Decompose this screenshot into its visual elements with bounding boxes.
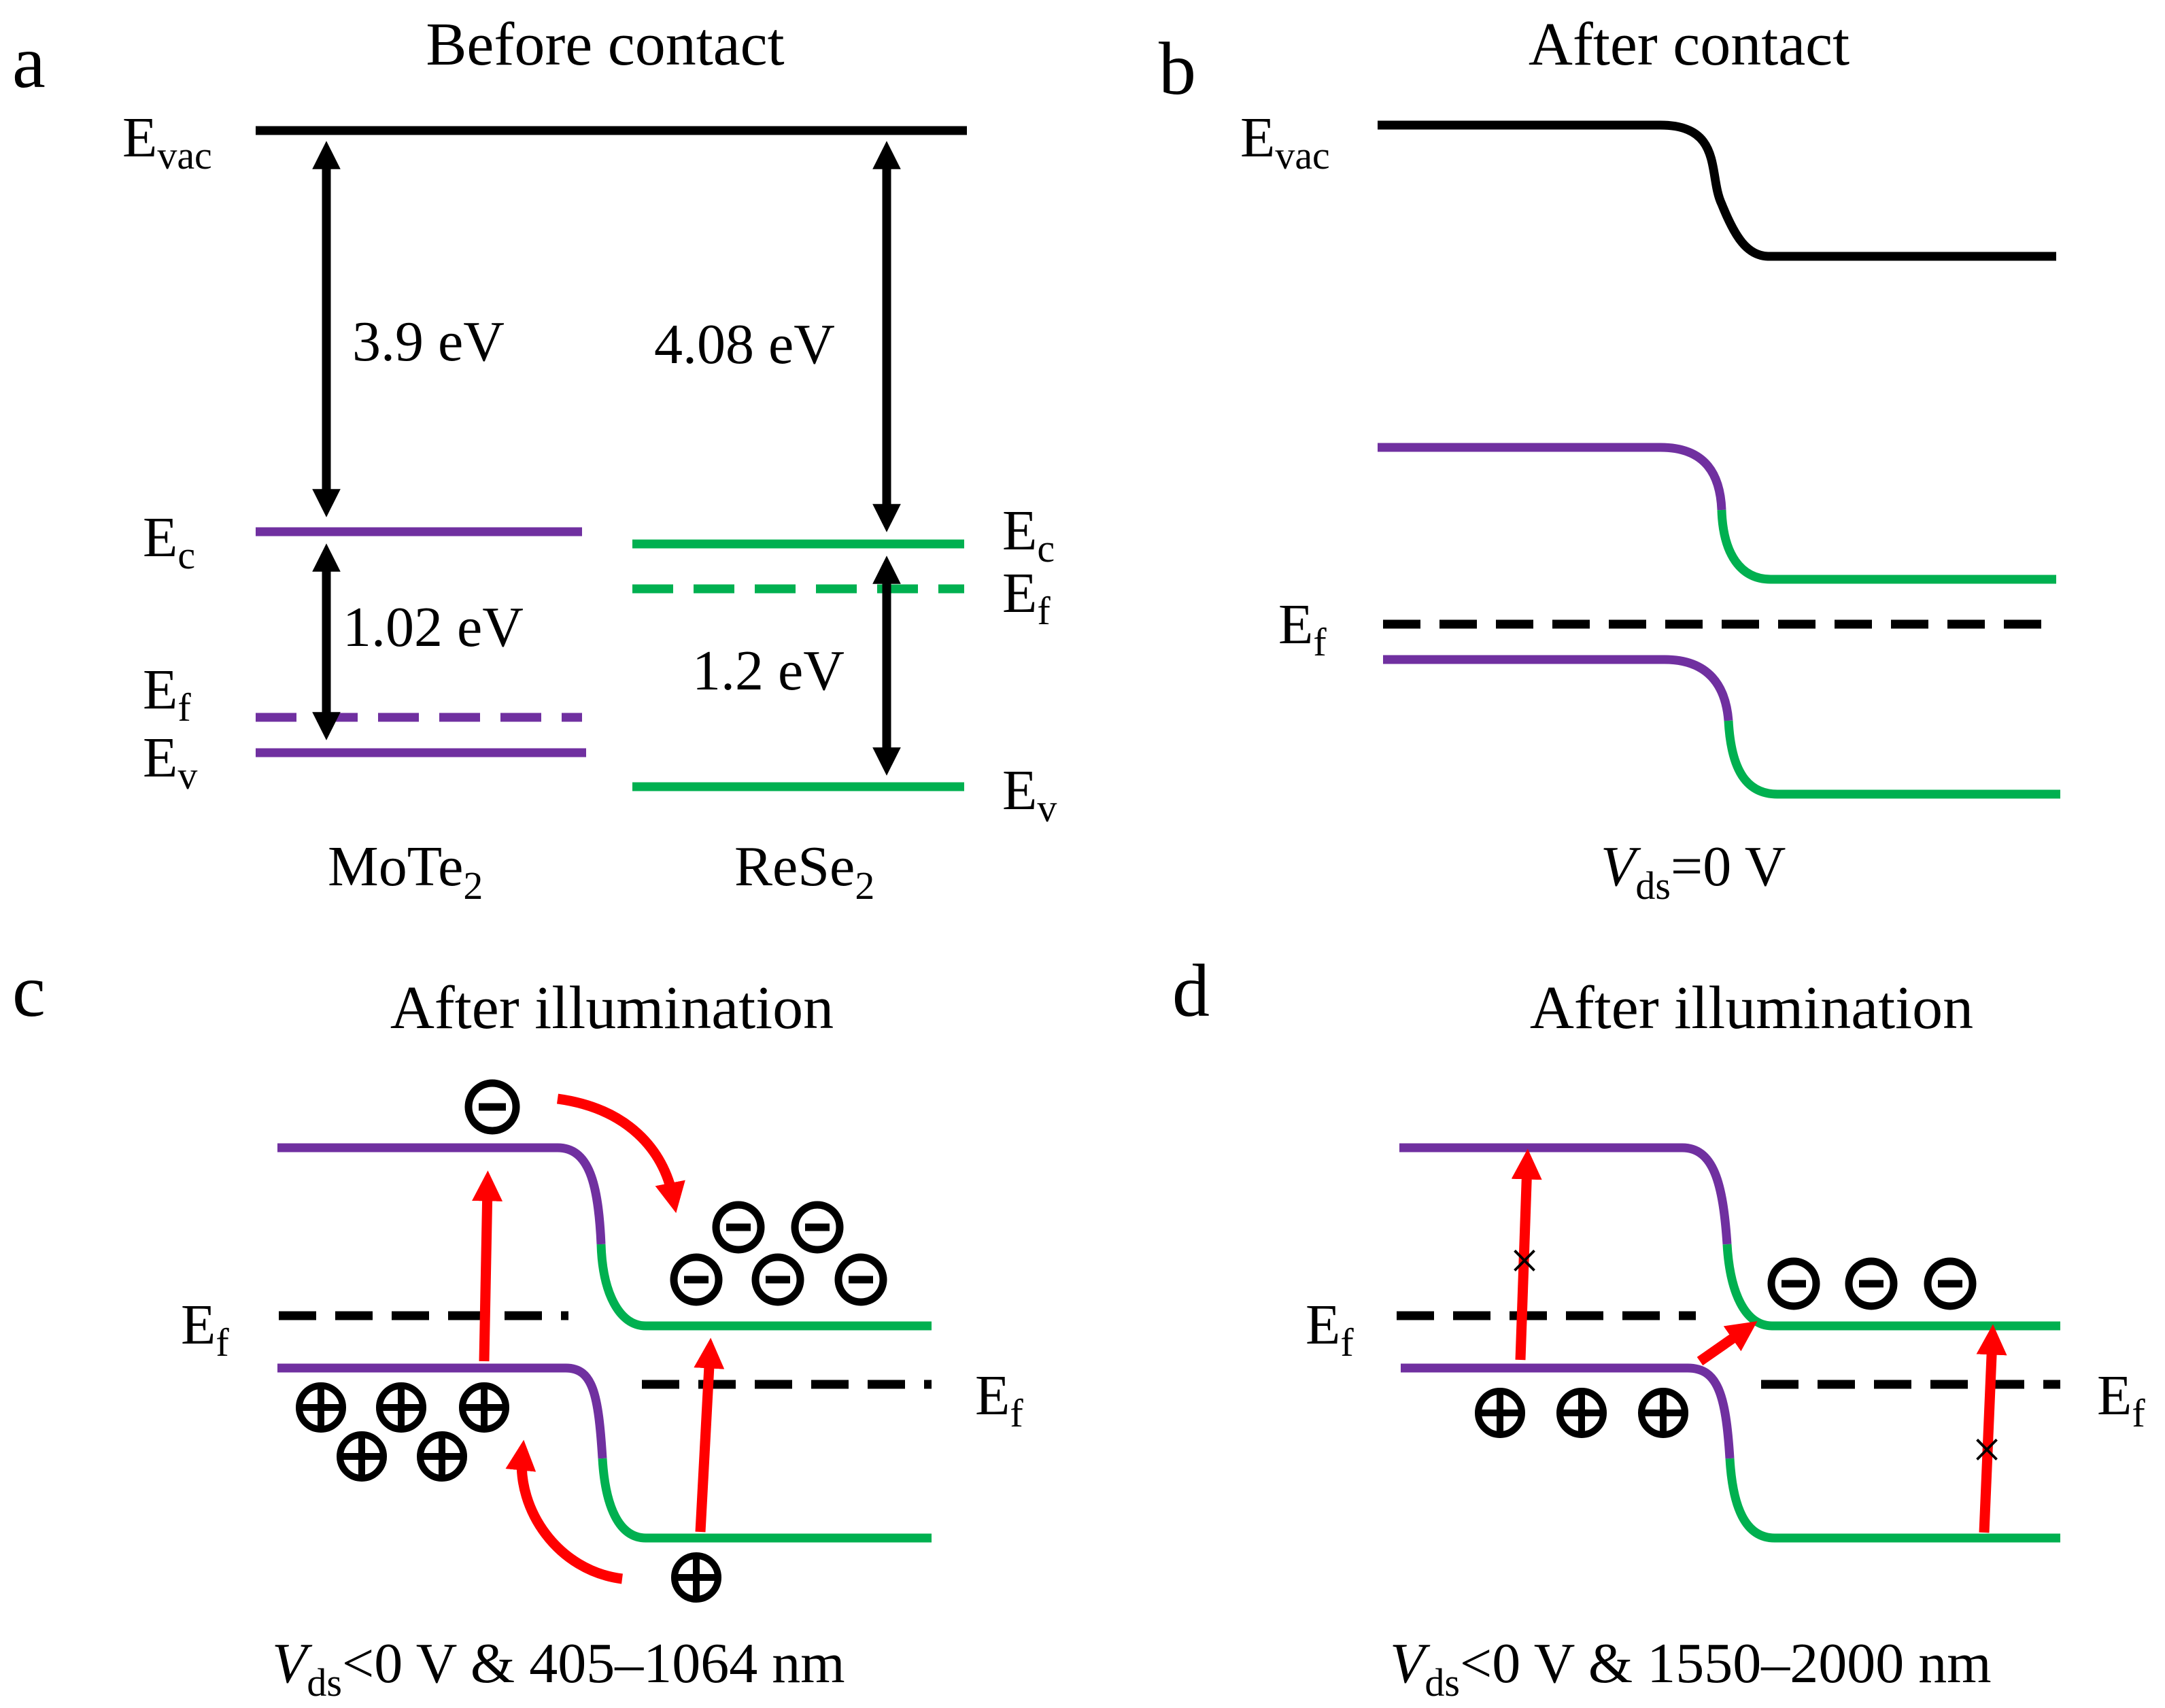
vds-condition-c: Vds<0 V & 405–1064 nm bbox=[272, 1632, 845, 1705]
electron-icon bbox=[791, 1201, 844, 1254]
rese2-excitation-arrow bbox=[694, 1337, 725, 1533]
panel-c-title: After illumination bbox=[390, 974, 834, 1042]
panel-letter-b: b bbox=[1159, 27, 1196, 110]
ef-label: Ef bbox=[1278, 593, 1327, 664]
rese2-valence-band-bent bbox=[1725, 1458, 2060, 1543]
hole-icon bbox=[376, 1382, 426, 1433]
mote2-ec-label: Ec bbox=[143, 506, 195, 577]
ef-left-label: Ef bbox=[181, 1293, 229, 1365]
ef-right-label: Ef bbox=[975, 1364, 1023, 1435]
rese2-affinity-value: 4.08 eV bbox=[654, 313, 835, 376]
material-label-rese2: ReSe2 bbox=[734, 835, 874, 908]
panel-letter-c: c bbox=[12, 949, 46, 1032]
hole-icon bbox=[671, 1552, 721, 1603]
panel-letter-a: a bbox=[12, 20, 46, 103]
vds-condition-b: Vds=0 V bbox=[1601, 835, 1786, 908]
material-label-mote2: MoTe2 bbox=[328, 835, 483, 908]
panel-b: b After contact Evac Ef Vds=0 V bbox=[1159, 11, 2060, 908]
electron-transfer-arrow bbox=[556, 1093, 685, 1214]
electron-group bbox=[464, 1079, 887, 1306]
rese2-valence-band-bent bbox=[598, 1458, 932, 1543]
blocked-mote2-excitation-arrow bbox=[1511, 1148, 1542, 1361]
electron-icon bbox=[1767, 1257, 1820, 1310]
rese2-ev-label: Ev bbox=[1002, 759, 1057, 830]
panel-d: d After illumination Ef Ef × × Vds<0 V &… bbox=[1172, 949, 2145, 1705]
rese2-conduction-band-bent bbox=[1717, 509, 2056, 584]
panel-d-title: After illumination bbox=[1530, 974, 1973, 1042]
mote2-valence-band-bent bbox=[1401, 1363, 1735, 1459]
mote2-ev-label: Ev bbox=[143, 726, 197, 798]
mote2-conduction-band-bent bbox=[1378, 443, 1726, 511]
hole-icon bbox=[1475, 1388, 1525, 1438]
mote2-conduction-band-bent bbox=[277, 1143, 606, 1245]
evac-label-main: Evac bbox=[122, 106, 212, 177]
mote2-valence-band-bent bbox=[1383, 655, 1733, 721]
blocked-rese2-excitation-arrow bbox=[1976, 1324, 2007, 1533]
hole-icon bbox=[1556, 1388, 1607, 1438]
rese2-conduction-band-bent bbox=[596, 1244, 932, 1331]
vds-condition-d: Vds<0 V & 1550–2000 nm bbox=[1390, 1632, 1992, 1705]
electron-icon bbox=[464, 1079, 520, 1135]
rese2-bandgap-value: 1.2 eV bbox=[692, 639, 845, 702]
electron-icon bbox=[834, 1253, 887, 1306]
evac-label: Evac bbox=[1240, 106, 1330, 177]
mote2-conduction-band-bent bbox=[1399, 1143, 1732, 1245]
rese2-ec-label: Ec bbox=[1002, 499, 1055, 570]
electron-icon bbox=[712, 1201, 765, 1254]
hole-icon bbox=[337, 1431, 387, 1482]
mote2-affinity-value: 3.9 eV bbox=[352, 310, 505, 373]
interlayer-transfer-arrow bbox=[1697, 1321, 1758, 1366]
hole-transfer-arrow bbox=[505, 1439, 624, 1584]
hole-icon bbox=[417, 1431, 467, 1482]
rese2-conduction-band-bent bbox=[1722, 1244, 2060, 1331]
mote2-bandgap-value: 1.02 eV bbox=[343, 596, 524, 659]
rese2-valence-band-bent bbox=[1724, 720, 2060, 799]
panel-a-title: Before contact bbox=[426, 11, 784, 78]
mote2-valence-band-bent bbox=[277, 1363, 607, 1459]
ef-right-label: Ef bbox=[2097, 1364, 2145, 1435]
mote2-excitation-arrow bbox=[472, 1170, 503, 1362]
hole-icon bbox=[1638, 1388, 1688, 1438]
vacuum-level-bent bbox=[1378, 120, 2056, 261]
panel-b-title: After contact bbox=[1529, 11, 1849, 78]
panel-letter-d: d bbox=[1172, 949, 1210, 1032]
blocked-cross-icon: × bbox=[1972, 1420, 2002, 1479]
hole-group bbox=[1475, 1388, 1688, 1438]
rese2-ef-label: Ef bbox=[1002, 562, 1051, 633]
electron-group bbox=[1767, 1257, 1977, 1310]
electron-icon bbox=[670, 1253, 723, 1306]
blocked-cross-icon: × bbox=[1510, 1231, 1539, 1290]
electron-icon bbox=[1924, 1257, 1977, 1310]
electron-icon bbox=[751, 1253, 804, 1306]
panel-a: a Before contact Evac Ec Ef Ev Ec Ef Ev … bbox=[12, 11, 1057, 908]
panel-c: c After illumination Ef Ef bbox=[12, 949, 1023, 1705]
hole-icon bbox=[459, 1382, 509, 1433]
hole-icon bbox=[296, 1382, 346, 1433]
hole-group bbox=[296, 1382, 721, 1603]
ef-left-label: Ef bbox=[1306, 1293, 1354, 1365]
electron-icon bbox=[1845, 1257, 1898, 1310]
mote2-ef-label: Ef bbox=[143, 658, 191, 730]
